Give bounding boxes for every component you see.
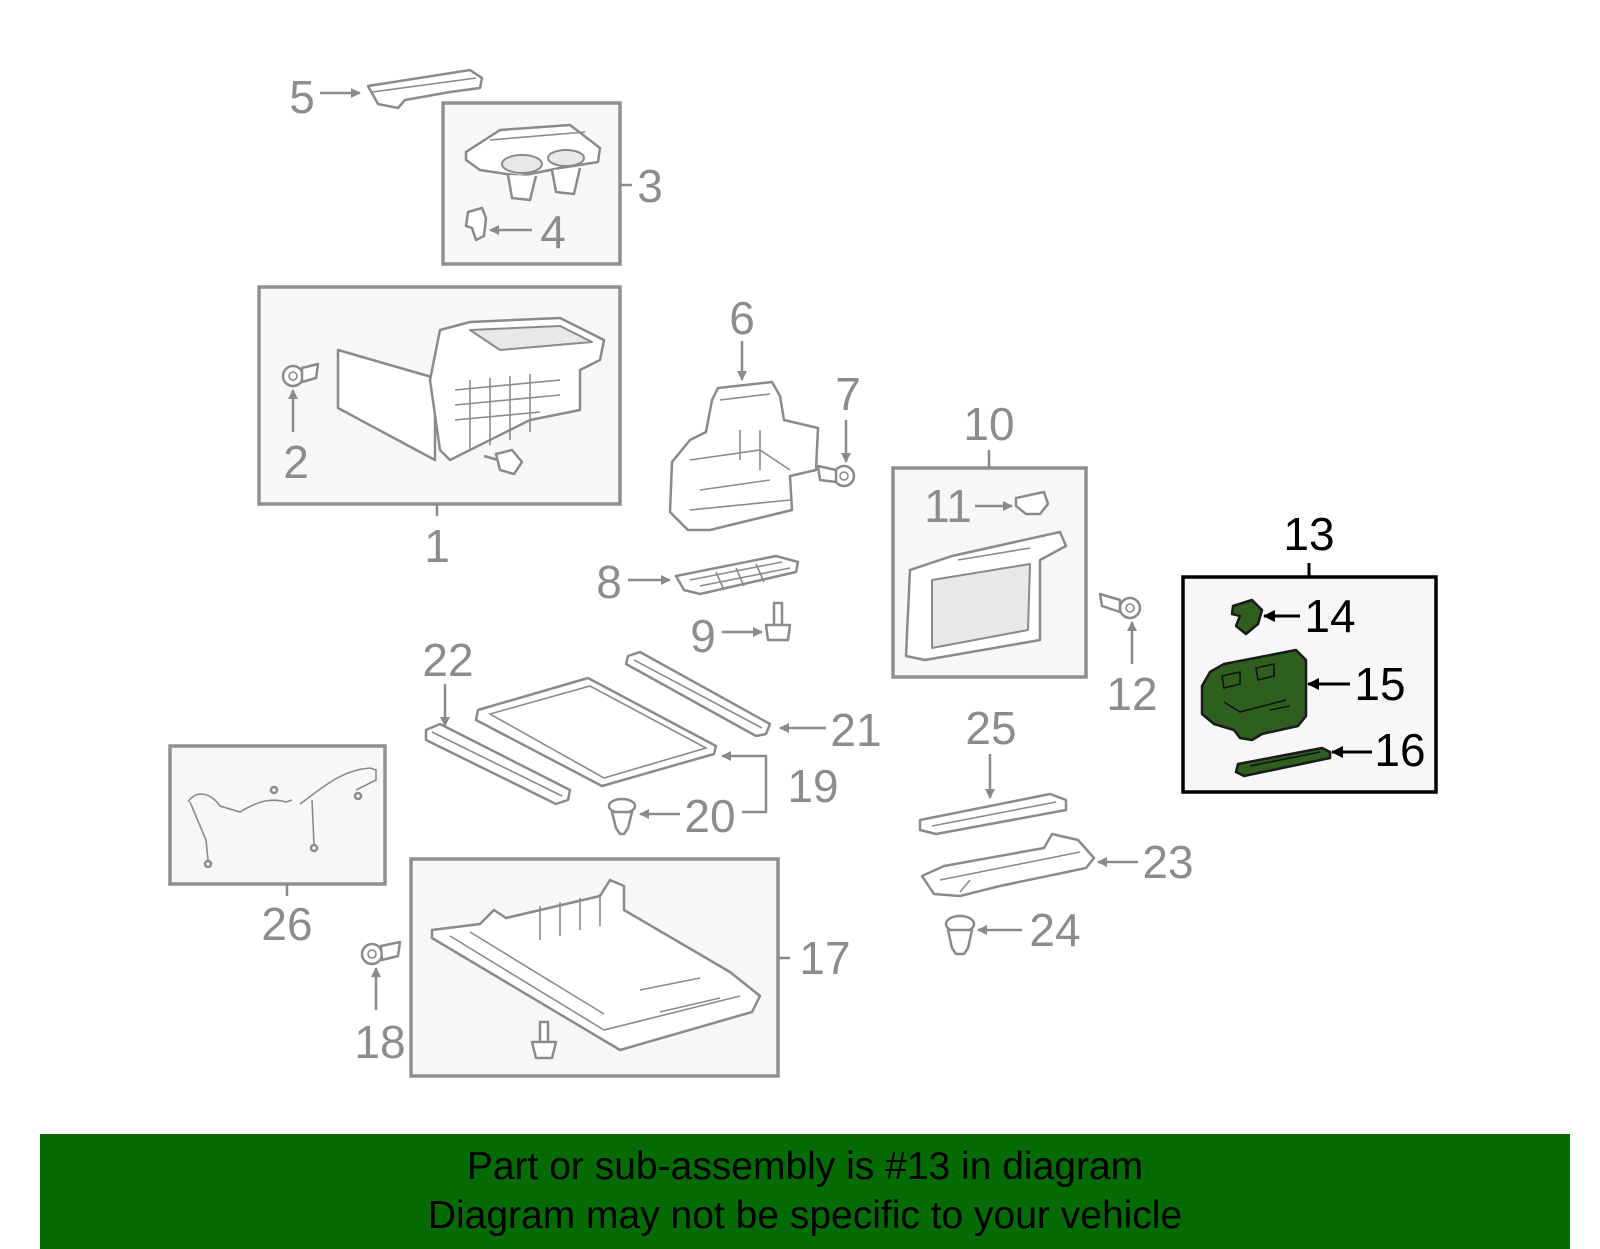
callout-15: 15 — [1354, 658, 1405, 710]
callout-4: 4 — [540, 206, 566, 258]
leader-19-bracket — [742, 754, 768, 814]
part-8-tray-icon[interactable] — [674, 554, 800, 596]
callout-25: 25 — [965, 702, 1016, 754]
callout-23: 23 — [1142, 836, 1193, 888]
callout-13[interactable]: 13 — [1283, 508, 1334, 560]
callout-11: 11 — [924, 480, 972, 532]
callout-9: 9 — [690, 610, 716, 662]
part-14-clip-icon[interactable] — [1230, 598, 1264, 636]
part-20-clip-icon[interactable] — [607, 797, 637, 836]
part-12-screw-icon[interactable] — [1098, 592, 1142, 620]
callout-6: 6 — [729, 292, 755, 344]
callout-24: 24 — [1029, 904, 1080, 956]
part-5-trim-strip-icon[interactable] — [366, 68, 484, 110]
part-26-cable-icon[interactable] — [187, 767, 377, 869]
part-3-cup-holder-icon[interactable] — [464, 123, 602, 202]
callout-8: 8 — [596, 556, 622, 608]
callout-12: 12 — [1106, 668, 1157, 720]
info-banner: Part or sub-assembly is #13 in diagram D… — [40, 1134, 1570, 1249]
part-10-trim-panel-icon[interactable] — [904, 530, 1068, 662]
part-25-cover-icon[interactable] — [918, 792, 1068, 836]
part-21-rod-icon[interactable] — [624, 650, 772, 738]
callout-17: 17 — [799, 932, 850, 984]
callout-18: 18 — [354, 1016, 405, 1068]
info-banner-line-2: Diagram may not be specific to your vehi… — [427, 1194, 1183, 1237]
info-banner-line-1: Part or sub-assembly is #13 in diagram — [466, 1145, 1144, 1188]
part-18-screw-icon[interactable] — [360, 940, 402, 966]
callout-10: 10 — [963, 398, 1014, 450]
callout-3: 3 — [637, 160, 663, 212]
callout-14: 14 — [1304, 590, 1355, 642]
part-7-screw-icon[interactable] — [816, 464, 856, 488]
group-box-26 — [168, 744, 387, 886]
part-23-lower-trim-icon[interactable] — [920, 832, 1096, 898]
callout-16: 16 — [1374, 724, 1425, 776]
part-6-bracket-icon[interactable] — [668, 380, 820, 532]
part-1-screw-icon — [483, 448, 524, 476]
part-17-base-tray-icon[interactable] — [430, 878, 762, 1052]
callout-26: 26 — [261, 898, 312, 950]
part-16-strip-icon[interactable] — [1234, 746, 1332, 778]
callout-7: 7 — [835, 368, 861, 420]
part-4-clip-icon[interactable] — [464, 206, 488, 242]
part-9-bolt-icon[interactable] — [764, 601, 792, 642]
part-24-clip-icon[interactable] — [944, 914, 976, 956]
callout-1: 1 — [424, 520, 450, 572]
part-17-bolt-icon — [530, 1020, 558, 1060]
callout-22: 22 — [422, 634, 473, 686]
callout-19: 19 — [787, 760, 838, 812]
part-19-lid-panel-icon[interactable] — [474, 676, 718, 788]
callout-5: 5 — [289, 71, 315, 123]
callout-20: 20 — [684, 790, 735, 842]
callout-2: 2 — [283, 436, 309, 488]
part-15-switch-panel-icon[interactable] — [1200, 648, 1308, 742]
part-11-clip-icon[interactable] — [1014, 490, 1050, 516]
part-1-console-body-icon[interactable] — [336, 316, 606, 462]
callout-21: 21 — [830, 704, 881, 756]
part-2-screw-icon[interactable] — [281, 362, 320, 388]
